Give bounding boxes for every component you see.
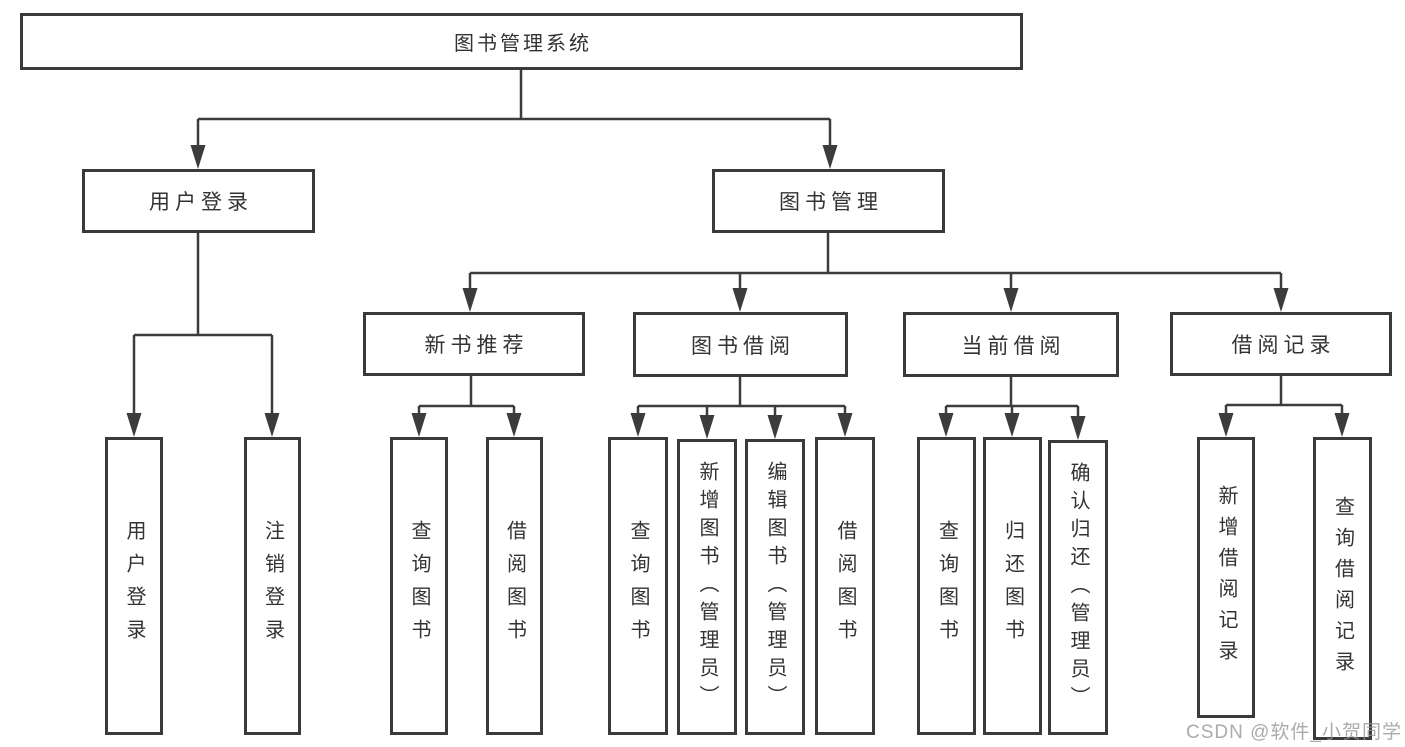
leaf-logout: 注销登录 <box>244 437 301 735</box>
arrowhead <box>1070 416 1086 440</box>
arrowhead <box>190 145 206 169</box>
connector-root-to-level2 <box>190 70 838 169</box>
arrowhead <box>767 415 783 439</box>
arrowhead <box>1273 288 1289 312</box>
arrowhead <box>506 413 522 437</box>
arrowhead <box>1218 413 1234 437</box>
arrowhead <box>1334 413 1350 437</box>
connector-user-login-children <box>126 233 280 437</box>
leaf-return-book: 归还图书 <box>983 437 1042 735</box>
arrowhead <box>1003 288 1019 312</box>
arrowhead <box>837 413 853 437</box>
node-borrow-records: 借阅记录 <box>1170 312 1392 376</box>
arrowhead <box>462 288 478 312</box>
arrowhead <box>699 415 715 439</box>
leaf-borrow-book-recommend: 借阅图书 <box>486 437 543 735</box>
leaf-confirm-return-admin: 确认归还（管理员） <box>1048 440 1108 735</box>
watermark-csdn: CSDN @软件_小贺同学 <box>1186 722 1402 743</box>
node-library-system: 图书管理系统 <box>20 13 1023 70</box>
node-book-management: 图书管理 <box>712 169 945 233</box>
leaf-query-book-borrow: 查询图书 <box>608 437 668 735</box>
arrowhead <box>732 288 748 312</box>
arrowhead <box>411 413 427 437</box>
arrowhead <box>938 413 954 437</box>
arrowhead <box>1004 413 1020 437</box>
arrowhead <box>822 145 838 169</box>
connector-book-borrow-children <box>630 377 853 439</box>
node-new-book-recommend: 新书推荐 <box>363 312 585 376</box>
leaf-query-borrow-record: 查询借阅记录 <box>1313 437 1372 740</box>
arrowhead <box>126 413 142 437</box>
connector-new-book-recommend-children <box>411 376 522 437</box>
leaf-add-borrow-record: 新增借阅记录 <box>1197 437 1255 718</box>
leaf-query-book-current: 查询图书 <box>917 437 976 735</box>
node-current-borrow: 当前借阅 <box>903 312 1119 377</box>
leaf-query-book-recommend: 查询图书 <box>390 437 448 735</box>
node-book-borrow: 图书借阅 <box>633 312 848 377</box>
connector-book-management-children <box>462 233 1289 312</box>
arrowhead <box>630 413 646 437</box>
node-user-login: 用户登录 <box>82 169 315 233</box>
leaf-borrow-book: 借阅图书 <box>815 437 875 735</box>
leaf-add-book-admin: 新增图书（管理员） <box>677 439 737 735</box>
leaf-edit-book-admin: 编辑图书（管理员） <box>745 439 805 735</box>
arrowhead <box>264 413 280 437</box>
connector-borrow-records-children <box>1218 376 1350 437</box>
connector-current-borrow-children <box>938 377 1086 440</box>
leaf-user-login: 用户登录 <box>105 437 163 735</box>
